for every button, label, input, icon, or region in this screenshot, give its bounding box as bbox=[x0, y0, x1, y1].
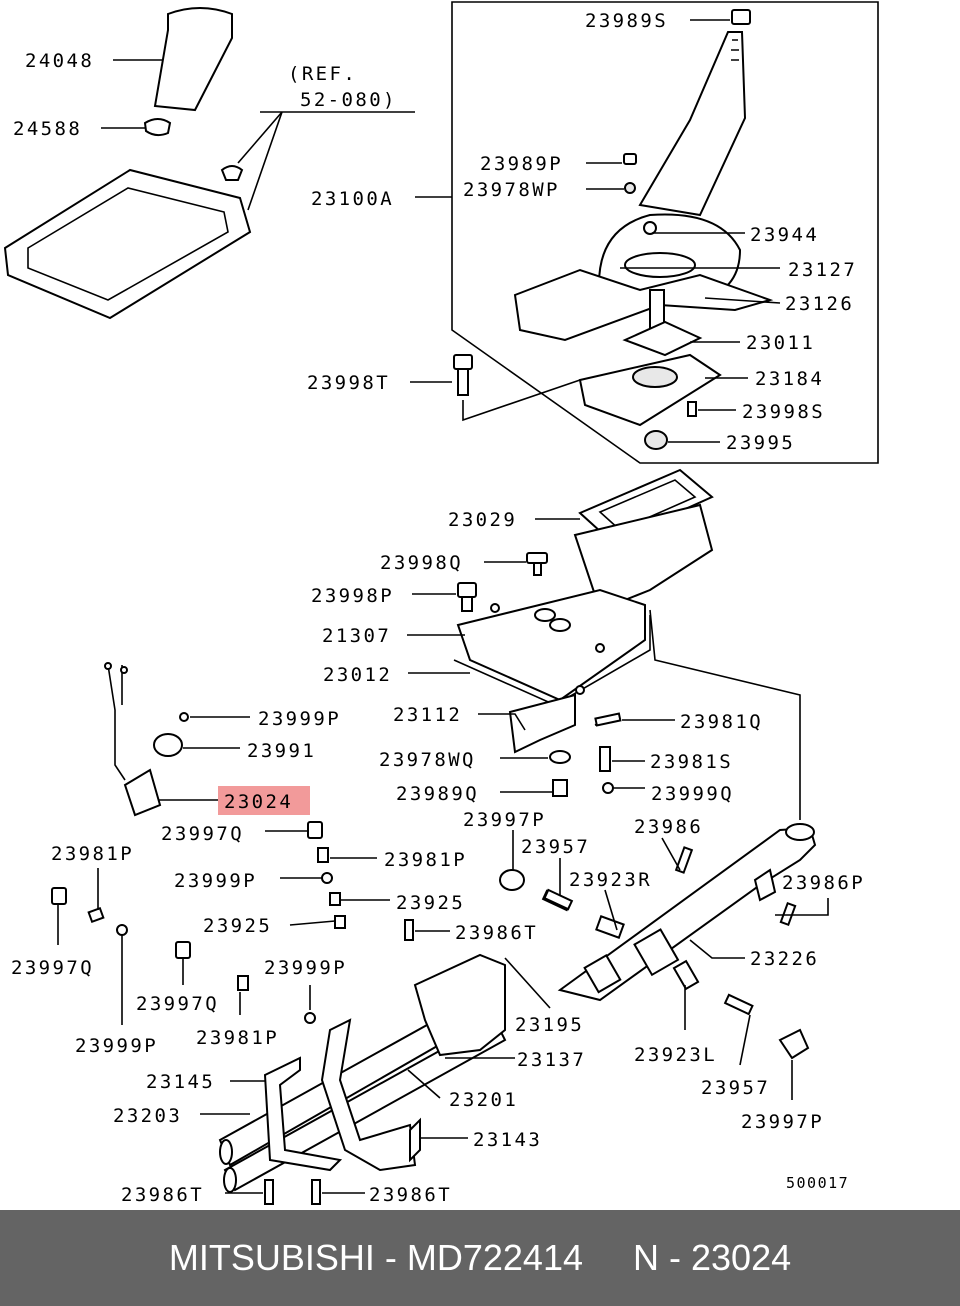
part-label: 23112 bbox=[393, 704, 462, 726]
parts-diagram: (REF. 52-080) 24048 24588 23989S 23989P … bbox=[3, 1, 879, 1206]
part-label: 23997Q bbox=[136, 993, 219, 1015]
part-label: 23999P bbox=[75, 1035, 158, 1057]
part-label: 23100A bbox=[311, 188, 394, 210]
leader-housing bbox=[649, 609, 801, 820]
ref-note-line1: (REF. bbox=[288, 63, 357, 85]
part-label: 23986T bbox=[121, 1184, 204, 1206]
part-label: 23998T bbox=[307, 372, 390, 394]
part-label: 23999P bbox=[258, 708, 341, 730]
boot-gasket-part bbox=[3, 165, 252, 320]
part-label: 23978WP bbox=[463, 179, 560, 201]
caption-bar: MITSUBISHI - MD722414 N - 23024 bbox=[0, 1210, 960, 1306]
part-label: 23998Q bbox=[380, 552, 463, 574]
part-label: 24048 bbox=[25, 50, 94, 72]
part-label: 23957 bbox=[521, 836, 590, 858]
part-label: 23137 bbox=[517, 1049, 586, 1071]
part-label: 23999P bbox=[264, 957, 347, 979]
part-label: 23923L bbox=[634, 1044, 717, 1066]
part-label: 23995 bbox=[726, 432, 795, 454]
part-label: 23201 bbox=[449, 1089, 518, 1111]
neutral-switch-part bbox=[51, 662, 414, 1024]
part-label: 23981P bbox=[51, 843, 134, 865]
bolt-part bbox=[453, 354, 473, 396]
part-label: 23989S bbox=[585, 10, 668, 32]
reference-number: N - 23024 bbox=[633, 1237, 792, 1278]
part-label: 23989P bbox=[480, 153, 563, 175]
part-label: 23998S bbox=[742, 401, 825, 423]
part-label: 21307 bbox=[322, 625, 391, 647]
figure-code: 500017 bbox=[786, 1174, 849, 1192]
subassembly-box bbox=[451, 1, 879, 464]
part-label: 23957 bbox=[701, 1077, 770, 1099]
part-label: 23981S bbox=[650, 751, 733, 773]
knob-part bbox=[143, 7, 233, 137]
part-label: 23997P bbox=[741, 1111, 824, 1133]
part-label: 23998P bbox=[311, 585, 394, 607]
ref-note-line2: 52-080) bbox=[300, 89, 397, 111]
part-label: 23997Q bbox=[11, 957, 94, 979]
part-label: 23012 bbox=[323, 664, 392, 686]
part-label: 23195 bbox=[515, 1014, 584, 1036]
highlight-box bbox=[218, 786, 310, 815]
part-label: 23925 bbox=[396, 892, 465, 914]
highlighted-part-label: 23024 bbox=[224, 791, 293, 813]
part-label: 23925 bbox=[203, 915, 272, 937]
part-label: 23999P bbox=[174, 870, 257, 892]
part-label: 23978WQ bbox=[379, 749, 476, 771]
part-label: 23126 bbox=[785, 293, 854, 315]
part-label: 23981P bbox=[384, 849, 467, 871]
part-label: 23029 bbox=[448, 509, 517, 531]
leader-bolt bbox=[462, 379, 581, 422]
part-labels: 24048 24588 23989S 23989P 23978WP 23100A… bbox=[11, 10, 865, 1206]
part-label: 23944 bbox=[750, 224, 819, 246]
part-label: 23989Q bbox=[396, 783, 479, 805]
part-label: 23981Q bbox=[680, 711, 763, 733]
brand-name: MITSUBISHI bbox=[168, 1237, 375, 1278]
part-label: 23986 bbox=[634, 816, 703, 838]
part-label: 23143 bbox=[473, 1129, 542, 1151]
part-label: 24588 bbox=[13, 118, 82, 140]
part-label: 23981P bbox=[196, 1027, 279, 1049]
part-label: 23226 bbox=[750, 948, 819, 970]
part-label: 23986T bbox=[455, 922, 538, 944]
part-label: 23011 bbox=[746, 332, 815, 354]
part-label: 23991 bbox=[247, 740, 316, 762]
leader-lines bbox=[57, 19, 829, 1194]
shift-lever-part bbox=[513, 9, 774, 450]
part-label: 23127 bbox=[788, 259, 857, 281]
part-label: 23184 bbox=[755, 368, 824, 390]
part-label: 23986T bbox=[369, 1184, 452, 1206]
part-label: 23997Q bbox=[161, 823, 244, 845]
shift-fork-part bbox=[218, 823, 817, 1205]
housing-part bbox=[453, 468, 714, 706]
part-label: 23203 bbox=[113, 1105, 182, 1127]
part-label: 23986P bbox=[782, 872, 865, 894]
part-number: MD722414 bbox=[406, 1237, 583, 1278]
part-label: 23999Q bbox=[651, 783, 734, 805]
bracket-part bbox=[508, 693, 622, 797]
part-label: 23145 bbox=[146, 1071, 215, 1093]
caption-text: MITSUBISHI - MD722414 N - 23024 bbox=[168, 1237, 792, 1278]
part-label: 23997P bbox=[463, 809, 546, 831]
part-label: 23923R bbox=[569, 869, 652, 891]
